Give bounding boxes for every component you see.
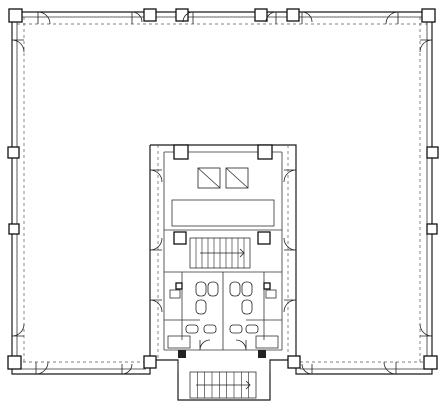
column-icon [257,231,271,245]
core-walls [149,144,297,360]
door-swing-icon [121,363,133,375]
stair-south [189,371,257,399]
sink-icon [245,324,259,334]
column-icon [257,144,273,160]
door-swing-icon [383,361,397,375]
door-swing-icon [419,323,433,337]
column-icon [263,282,271,290]
column-icon [8,8,23,23]
door-swing-icon [182,11,194,24]
utility-rooms [167,335,279,372]
sink-icon [203,324,217,334]
toilet-icon [195,281,207,297]
column-icon [143,8,157,22]
column-icon [426,146,439,159]
column-icon [178,350,186,358]
door-swing-icon [265,11,277,24]
toilet-icon [229,281,241,297]
column-icon [173,231,187,245]
door-swing-icon [301,363,313,375]
toilet-icon [241,281,253,297]
door-swing-icon [149,237,163,251]
stair-arrow-icon [196,380,251,390]
stair-north [189,237,251,269]
door-swing-icon [385,11,399,25]
ceiling-lines [17,17,427,363]
column-icon [7,146,20,159]
door-swing-icon [283,237,297,251]
column-icon [254,8,268,22]
door-swing-icon [301,11,313,24]
column-icon [175,8,189,22]
stair-arrow-icon [200,248,245,258]
column-icon [423,355,438,370]
column-icon [426,223,438,235]
toilet-icon [241,299,253,315]
door-swing-icon [283,299,297,313]
door-swings [11,11,433,375]
column-icon [173,144,189,160]
restroom-women [229,281,277,334]
door-swing-icon [11,39,25,53]
sink-icon [229,324,243,334]
column-icon [8,223,20,235]
door-swing-icon [37,11,51,25]
door-swing-icon [11,323,25,337]
door-swing-icon [283,169,297,183]
door-swing-icon [419,39,433,53]
door-swing-icon [131,11,143,24]
door-swing-icon [235,339,247,351]
column-icon [287,355,301,369]
column-icon [421,8,436,23]
stair-icon [189,371,257,399]
door-swing-icon [149,169,163,183]
column-icon [286,8,300,22]
door-swing-icon [149,299,163,313]
door-swing-icon [35,361,49,375]
door-swing-icon [199,339,211,351]
column-icon [7,355,22,370]
toilet-icon [195,299,207,315]
perimeter-walls [11,11,433,401]
column-icon [258,350,266,358]
toilet-icon [207,281,219,297]
sink-icon [185,324,199,334]
column-icon [143,355,157,369]
core-columns [173,144,273,358]
elevator-hall [171,167,275,227]
column-icon [175,282,183,290]
restroom-men [169,281,219,334]
perimeter-columns [7,8,439,370]
